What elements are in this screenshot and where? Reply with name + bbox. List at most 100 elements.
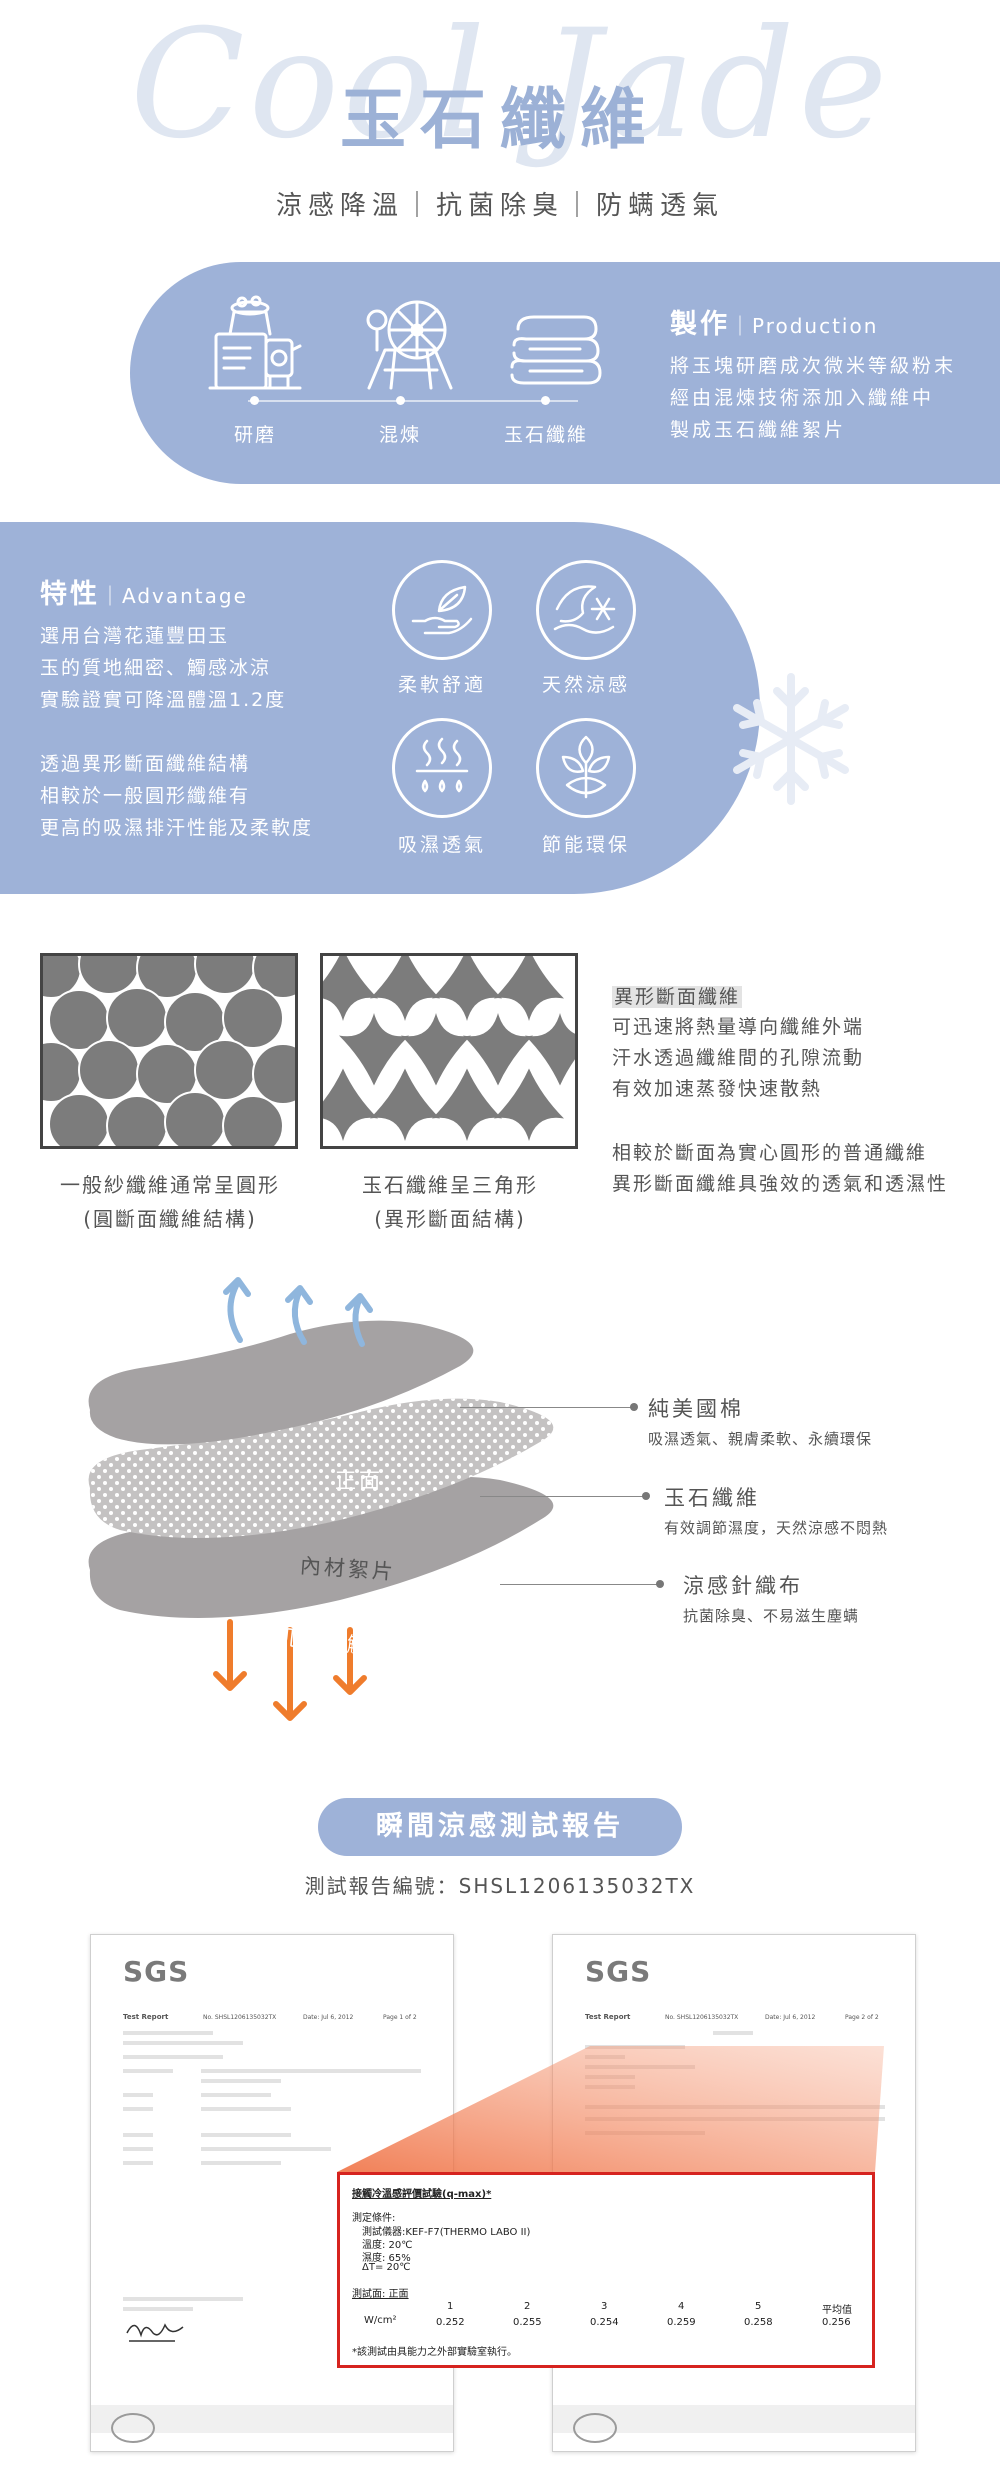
production-title-zh: 製作 (670, 309, 730, 340)
process-dot (396, 396, 405, 405)
advantage-line: 實驗證實可降溫體溫1.2度 (40, 689, 287, 711)
layer-desc: 吸濕透氣、親膚柔軟、永續環保 (648, 1430, 873, 1448)
process-line (248, 400, 578, 402)
production-title: 製作｜Production (670, 302, 878, 341)
doc-header: Test Report (123, 2013, 169, 2021)
doc-text-line (713, 2031, 753, 2035)
advantage-paragraph-1: 選用台灣花蓮豐田玉 玉的質地細密、觸感冰涼 實驗證實可降溫體溫1.2度 (40, 620, 286, 716)
round-fiber-caption: 一般紗纖維通常呈圓形 (圓斷面纖維結構) (20, 1168, 320, 1236)
doc-text-line (201, 2161, 281, 2165)
eco-leaves-icon (536, 718, 636, 818)
doc-text-line (123, 2297, 243, 2301)
sgs-logo: SGS (123, 1955, 190, 1988)
step-label: 玉石纖維 (503, 424, 588, 446)
advantage-band (0, 522, 760, 894)
production-desc-line: 製成玉石纖維絮片 (670, 419, 847, 441)
layer-desc: 抗菌除臭、不易滋生塵螨 (683, 1607, 860, 1625)
production-desc-line: 將玉塊研磨成次微米等級粉末 (670, 355, 957, 377)
snow-wave-icon (536, 560, 636, 660)
qmax-result-box: 接觸冷溫感評價試驗(q-max)* 測定條件: 測試儀器:KEF-F7(THER… (337, 2172, 875, 2368)
process-dot (250, 396, 259, 405)
leader-line (480, 1496, 646, 1497)
doc-text-line (123, 2031, 213, 2035)
fiber-heading: 異形斷面纖維 (612, 982, 743, 1009)
step-label: 混煉 (378, 424, 421, 446)
layer-desc: 有效調節濕度，天然涼感不悶熱 (664, 1519, 889, 1537)
fiber-heading-text: 異形斷面纖維 (612, 986, 743, 1008)
advantage-title-zh: 特性 (40, 579, 100, 610)
caption-line: (異形斷面結構) (374, 1207, 526, 1231)
hand-leaf-icon (392, 560, 492, 660)
heat-drops-icon (392, 718, 492, 818)
sgs-seal (111, 2413, 155, 2443)
qmax-temperature: 溫度: 20℃ (362, 2240, 413, 2251)
fiber-line: 異形斷面纖維具強效的透氣和透濕性 (612, 1173, 949, 1195)
qmax-cond-label: 測定條件: (352, 2213, 396, 2224)
doc-date: Date: Jul 6, 2012 (303, 2014, 354, 2021)
page-title: 玉石纖維 (340, 81, 660, 158)
advantage-paragraph-2: 透過異形斷面纖維結構 相較於一般圓形纖維有 更高的吸濕排汗性能及柔軟度 (40, 748, 313, 844)
doc-text-line (123, 2055, 223, 2059)
qmax-value: 0.258 (744, 2317, 773, 2328)
qmax-col: 2 (524, 2301, 531, 2312)
feature-label: 吸濕透氣 (397, 834, 486, 856)
report-number: 測試報告編號：SHSL1206135032TX (304, 1874, 696, 1898)
fiber-line: 汗水透過纖維間的孔隙流動 (612, 1047, 865, 1069)
signature (123, 2313, 203, 2345)
qmax-col: 3 (601, 2301, 608, 2312)
fiber-line: 有效加速蒸發快速散熱 (612, 1078, 823, 1100)
doc-text-line (201, 2133, 291, 2137)
doc-text-line (201, 2147, 331, 2151)
doc-text-line (123, 2093, 153, 2097)
sgs-logo: SGS (585, 1955, 652, 1988)
feature-label: 天然涼感 (541, 674, 630, 696)
leader-dot (630, 1403, 638, 1411)
qmax-humidity: 濕度: 65% (362, 2253, 411, 2264)
advantage-title-en: ｜Advantage (100, 584, 248, 608)
leader-dot (656, 1580, 664, 1588)
fiber-line: 相較於斷面為實心圓形的普通纖維 (612, 1142, 928, 1164)
process-dot (541, 396, 550, 405)
doc-text-line (123, 2107, 153, 2111)
advantage-line: 選用台灣花蓮豐田玉 (40, 625, 230, 647)
qmax-col: 平均值 (822, 2305, 852, 2316)
qmax-value: 0.259 (667, 2317, 696, 2328)
page-subtitle: 涼感降溫｜抗菌除臭｜防螨透氣 (275, 191, 724, 221)
doc-page: Page 1 of 2 (383, 2014, 417, 2021)
sgs-seal (573, 2413, 617, 2443)
caption-line: (圓斷面纖維結構) (83, 1207, 257, 1231)
qmax-value: 0.255 (513, 2317, 542, 2328)
advantage-line: 相較於一般圓形纖維有 (40, 785, 251, 807)
caption-line: 一般紗纖維通常呈圓形 (60, 1173, 280, 1197)
feature-label: 柔軟舒適 (397, 674, 486, 696)
grinder-machine-icon (200, 290, 310, 400)
doc-text-line (201, 2093, 271, 2097)
production-band (130, 262, 1000, 484)
face-label: 正面 (335, 1469, 383, 1493)
spinning-wheel-icon (355, 290, 465, 400)
qmax-value: 0.256 (822, 2317, 851, 2328)
production-title-en: ｜Production (730, 314, 879, 338)
fiber-line: 可迅速將熱量導向纖維外端 (612, 1016, 865, 1038)
doc-date: Date: Jul 6, 2012 (765, 2014, 816, 2021)
qmax-value: 0.252 (436, 2317, 465, 2328)
advantage-title: 特性｜Advantage (40, 572, 248, 611)
advantage-line: 玉的質地細密、觸感冰涼 (40, 657, 272, 679)
leader-line (460, 1407, 634, 1408)
round-fiber-diagram (40, 953, 298, 1149)
production-description: 將玉塊研磨成次微米等級粉末 經由混煉技術添加入纖維中 製成玉石纖維絮片 (670, 350, 956, 446)
qmax-title: 接觸冷溫感評價試驗(q-max)* (352, 2189, 492, 2200)
qmax-note: *該測試由具能力之外部實驗室執行。 (352, 2347, 517, 2358)
production-desc-line: 經由混煉技術添加入纖維中 (670, 387, 935, 409)
trilobal-fiber-diagram (320, 953, 578, 1149)
snowflake-icon (716, 664, 866, 814)
caption-line: 玉石纖維呈三角形 (362, 1173, 538, 1197)
layer-name: 涼感針織布 (683, 1574, 803, 1598)
doc-text-line (123, 2133, 153, 2137)
doc-ref: No. SHSL1206135032TX (665, 2014, 739, 2021)
doc-text-line (201, 2107, 291, 2111)
step-label: 研磨 (233, 424, 276, 446)
qmax-face: 測試面: 正面 (352, 2289, 409, 2300)
doc-header: Test Report (585, 2013, 631, 2021)
